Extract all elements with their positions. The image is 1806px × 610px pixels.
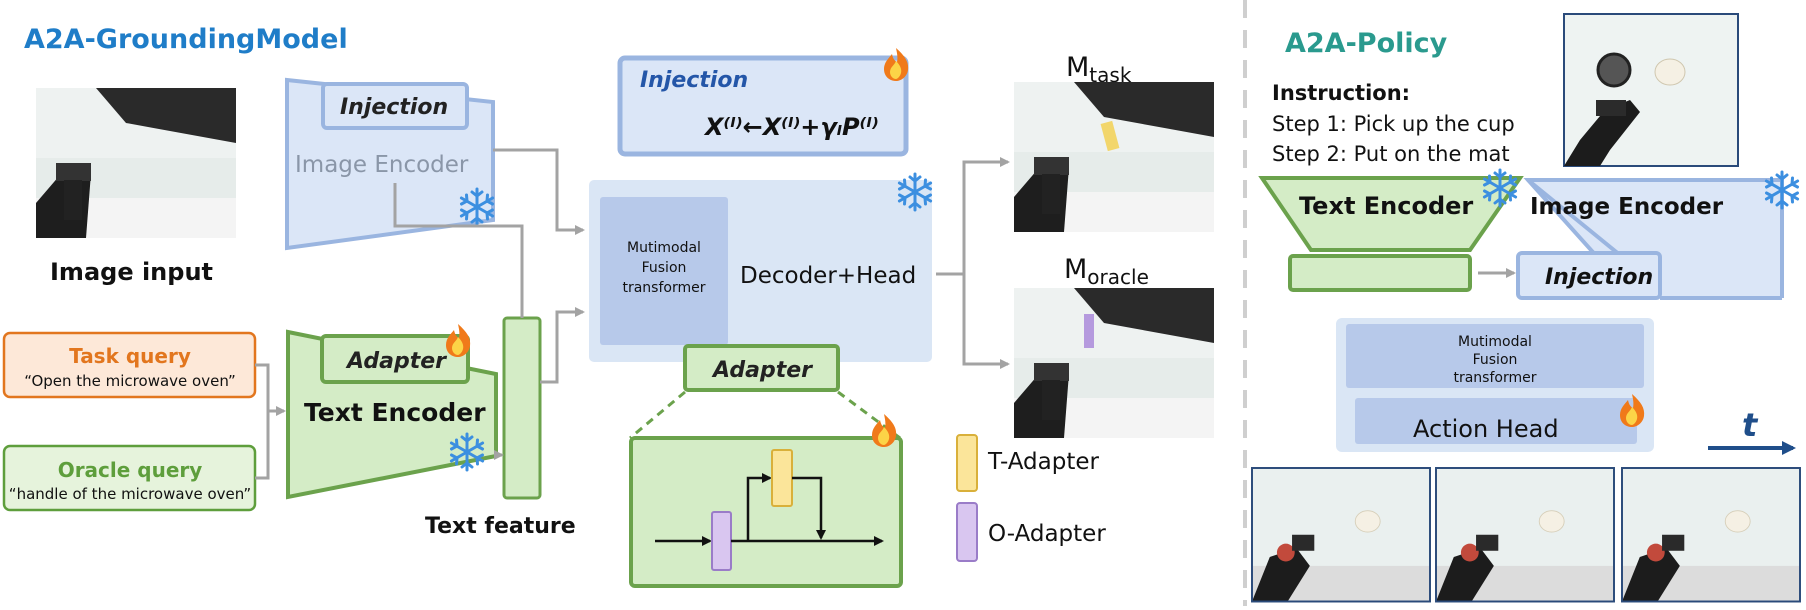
- policy-fusion-label-2: Fusion: [1473, 352, 1518, 368]
- text-encoder-label: Text Encoder: [304, 398, 486, 427]
- m-task-label: Mtask: [1066, 52, 1132, 87]
- oracle-query-text: “handle of the microwave oven”: [9, 485, 251, 503]
- text-feature-bar: [502, 316, 542, 500]
- adapter-block: [320, 334, 470, 384]
- instruction-step-1: Step 1: Pick up the cup: [1272, 112, 1515, 136]
- m-oracle-photo: [1014, 288, 1214, 438]
- m-task-photo: [1014, 82, 1214, 232]
- policy-frame-3: [1621, 467, 1801, 603]
- policy-text-feature-bar: [1288, 254, 1472, 292]
- query-connector-arrow: [255, 363, 286, 480]
- legend-swatch-t-adapter: [956, 434, 978, 492]
- adapter-label: Adapter: [345, 349, 447, 374]
- policy-injection-label: Injection: [1545, 265, 1653, 290]
- injection-detail-title: Injection: [640, 68, 748, 93]
- injection-label: Injection: [340, 95, 448, 120]
- fusion-label-3: transformer: [622, 280, 705, 296]
- o-adapter-module: [711, 511, 732, 571]
- policy-fusion-label-1: Mutimodal: [1458, 334, 1532, 350]
- m-oracle-label: Moracle: [1064, 254, 1149, 289]
- adapter-detail-header: [683, 344, 840, 392]
- fusion-label-2: Fusion: [642, 260, 687, 276]
- injection-formula: X⁽ˡ⁾←X⁽ˡ⁾+γₗP⁽ˡ⁾: [703, 113, 879, 141]
- instruction-title: Instruction:: [1272, 81, 1410, 105]
- policy-fusion-block: [1346, 324, 1644, 388]
- policy-injection-block: [1516, 251, 1662, 300]
- decoder-head-label: Decoder+Head: [740, 263, 916, 289]
- task-query-text: “Open the microwave oven”: [24, 372, 236, 390]
- flow-arrows: [393, 148, 1010, 460]
- legend-swatch-o-adapter: [956, 502, 978, 562]
- policy-frame-1: [1251, 467, 1431, 603]
- adapter-detail-title: Adapter: [711, 358, 813, 383]
- policy-frame-2: [1435, 467, 1615, 603]
- legend-label-o-adapter: O-Adapter: [988, 521, 1106, 547]
- fusion-label-1: Mutimodal: [627, 240, 701, 256]
- image-input-label: Image input: [50, 258, 213, 286]
- action-head-block: [1355, 398, 1637, 444]
- fusion-transformer-block: [600, 197, 728, 345]
- image-input-photo: [36, 88, 236, 238]
- t-adapter-module: [771, 449, 793, 507]
- injection-block: [321, 82, 469, 130]
- policy-image-encoder-label: Image Encoder: [1530, 194, 1724, 220]
- fire-icon: [884, 48, 909, 81]
- action-head-label: Action Head: [1413, 415, 1559, 443]
- policy-text-encoder-label: Text Encoder: [1299, 192, 1473, 220]
- adapter-zoom-line: [629, 390, 686, 440]
- adapter-flow: [655, 449, 884, 571]
- task-query-title: Task query: [69, 344, 191, 368]
- instruction-step-2: Step 2: Put on the mat: [1272, 142, 1510, 166]
- policy-text-encoder-block: [1258, 176, 1524, 252]
- text-feature-label: Text feature: [425, 514, 576, 539]
- grounding-model-title: A2A-GroundingModel: [24, 24, 348, 55]
- injection-detail-box: [617, 55, 909, 157]
- policy-fusion-label-3: transformer: [1453, 370, 1536, 386]
- policy-title: A2A-Policy: [1285, 28, 1448, 59]
- adapter-detail-box: [629, 436, 903, 588]
- time-label: t: [1742, 406, 1759, 444]
- oracle-query-title: Oracle query: [58, 458, 203, 482]
- image-encoder-label: Image Encoder: [295, 152, 469, 178]
- fire-icon: [446, 324, 471, 357]
- policy-top-photo: [1563, 13, 1739, 167]
- legend-label-t-adapter: T-Adapter: [987, 449, 1100, 475]
